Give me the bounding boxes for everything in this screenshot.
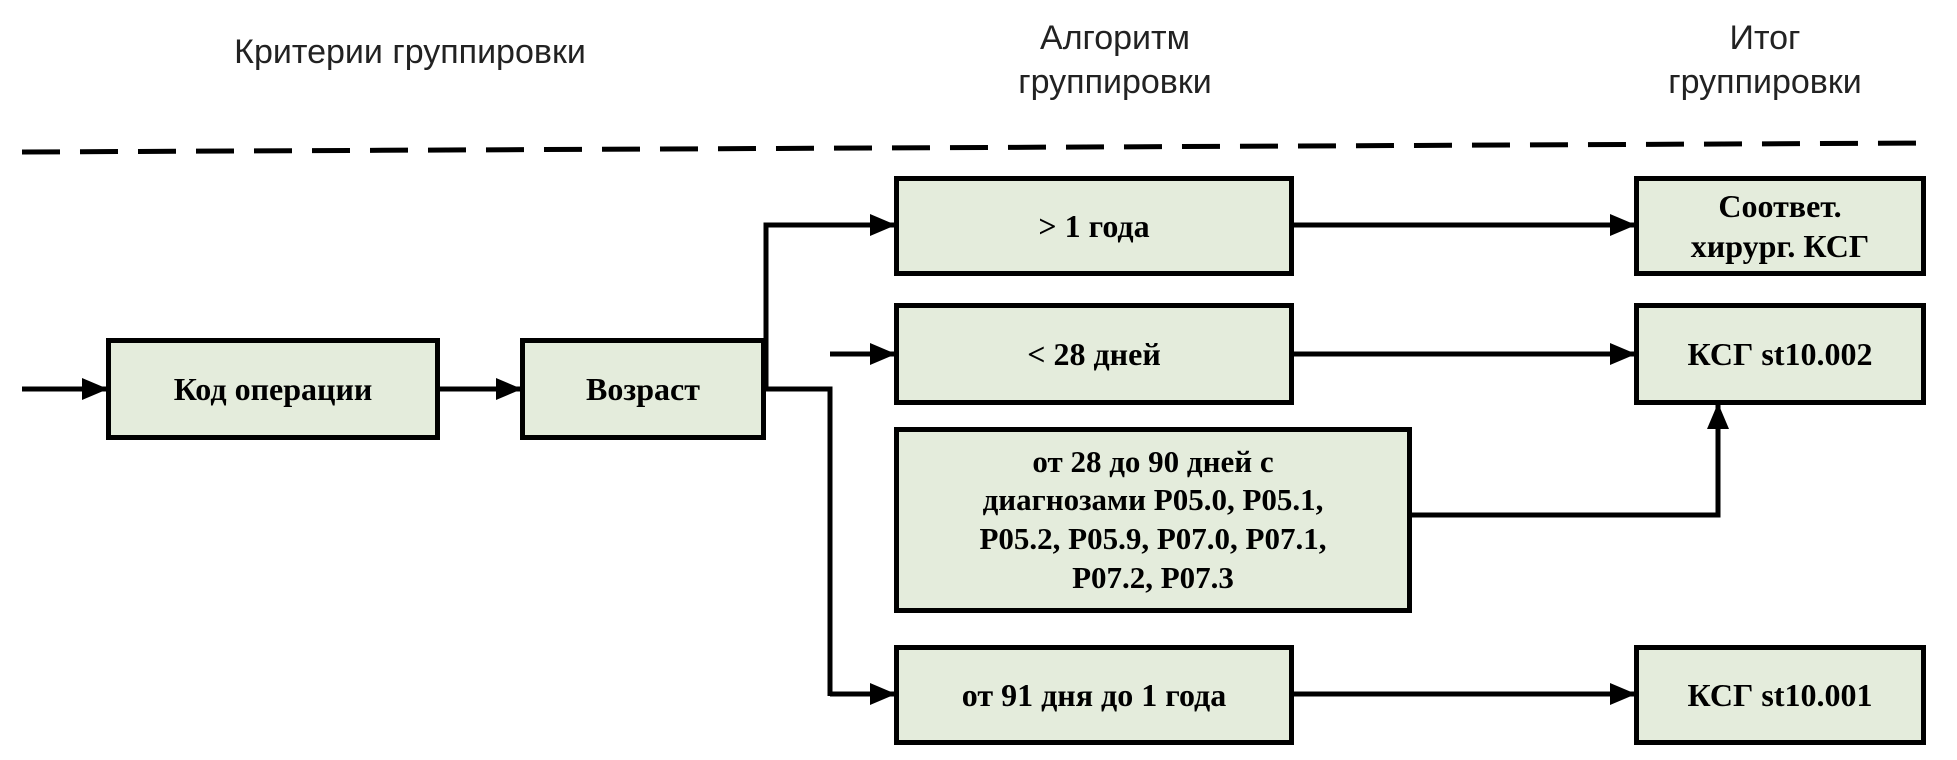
node-under-28-days-label: < 28 дней xyxy=(1027,336,1161,372)
node-result-st10-001: КСГ st10.001 xyxy=(1634,645,1926,745)
arrow-28-90-days-to-result xyxy=(1412,403,1729,518)
node-28-to-90-days-line-2: диагнозами P05.0, P05.1, xyxy=(982,482,1324,518)
node-operation-code-label: Код операции xyxy=(173,371,373,407)
header-algorithm-line-1: Алгоритм xyxy=(1040,19,1190,57)
node-28-to-90-days: от 28 до 90 дней с диагнозами P05.0, P05… xyxy=(894,427,1412,613)
connector-age-trunk xyxy=(766,386,833,696)
header-algorithm-line-2: группировки xyxy=(1018,63,1212,102)
node-result-surgical: Соответ. хирург. КСГ xyxy=(1634,176,1926,276)
node-28-to-90-days-line-4: P07.2, P07.3 xyxy=(1072,559,1234,595)
header-divider xyxy=(21,140,1936,155)
node-28-to-90-days-line-1: от 28 до 90 дней с xyxy=(1032,443,1274,479)
node-result-surgical-line-2: хирург. КСГ xyxy=(1690,228,1870,264)
node-age-label: Возраст xyxy=(586,371,700,407)
node-result-st10-002-label: КСГ st10.002 xyxy=(1687,336,1873,372)
node-28-to-90-days-line-3: P05.2, P05.9, P07.0, P07.1, xyxy=(979,521,1327,556)
node-age: Возраст xyxy=(520,338,766,440)
header-criteria: Критерии группировки xyxy=(170,30,650,74)
node-under-28-days: < 28 дней xyxy=(894,303,1294,405)
header-result: Итог группировки xyxy=(1570,16,1957,104)
node-result-surgical-line-1: Соответ. xyxy=(1718,188,1842,224)
header-result-line-2: группировки xyxy=(1668,63,1862,102)
node-28-to-90-days-text: от 28 до 90 дней с диагнозами P05.0, P05… xyxy=(980,443,1327,598)
node-over-1-year: > 1 года xyxy=(894,176,1294,276)
node-result-st10-002: КСГ st10.002 xyxy=(1634,303,1926,405)
header-algorithm: Алгоритм группировки xyxy=(930,16,1300,104)
node-over-1-year-label: > 1 года xyxy=(1038,208,1150,244)
header-result-line-1: Итог xyxy=(1729,19,1801,57)
header-criteria-text: Критерии группировки xyxy=(234,33,586,71)
arrow-age-to-over-1-year xyxy=(763,214,896,389)
node-result-surgical-text: Соответ. хирург. КСГ xyxy=(1691,186,1869,266)
node-operation-code: Код операции xyxy=(106,338,440,440)
node-result-st10-001-label: КСГ st10.001 xyxy=(1687,677,1873,713)
node-91-days-to-1-year: от 91 дня до 1 года xyxy=(894,645,1294,745)
node-91-days-to-1-year-label: от 91 дня до 1 года xyxy=(961,677,1227,713)
